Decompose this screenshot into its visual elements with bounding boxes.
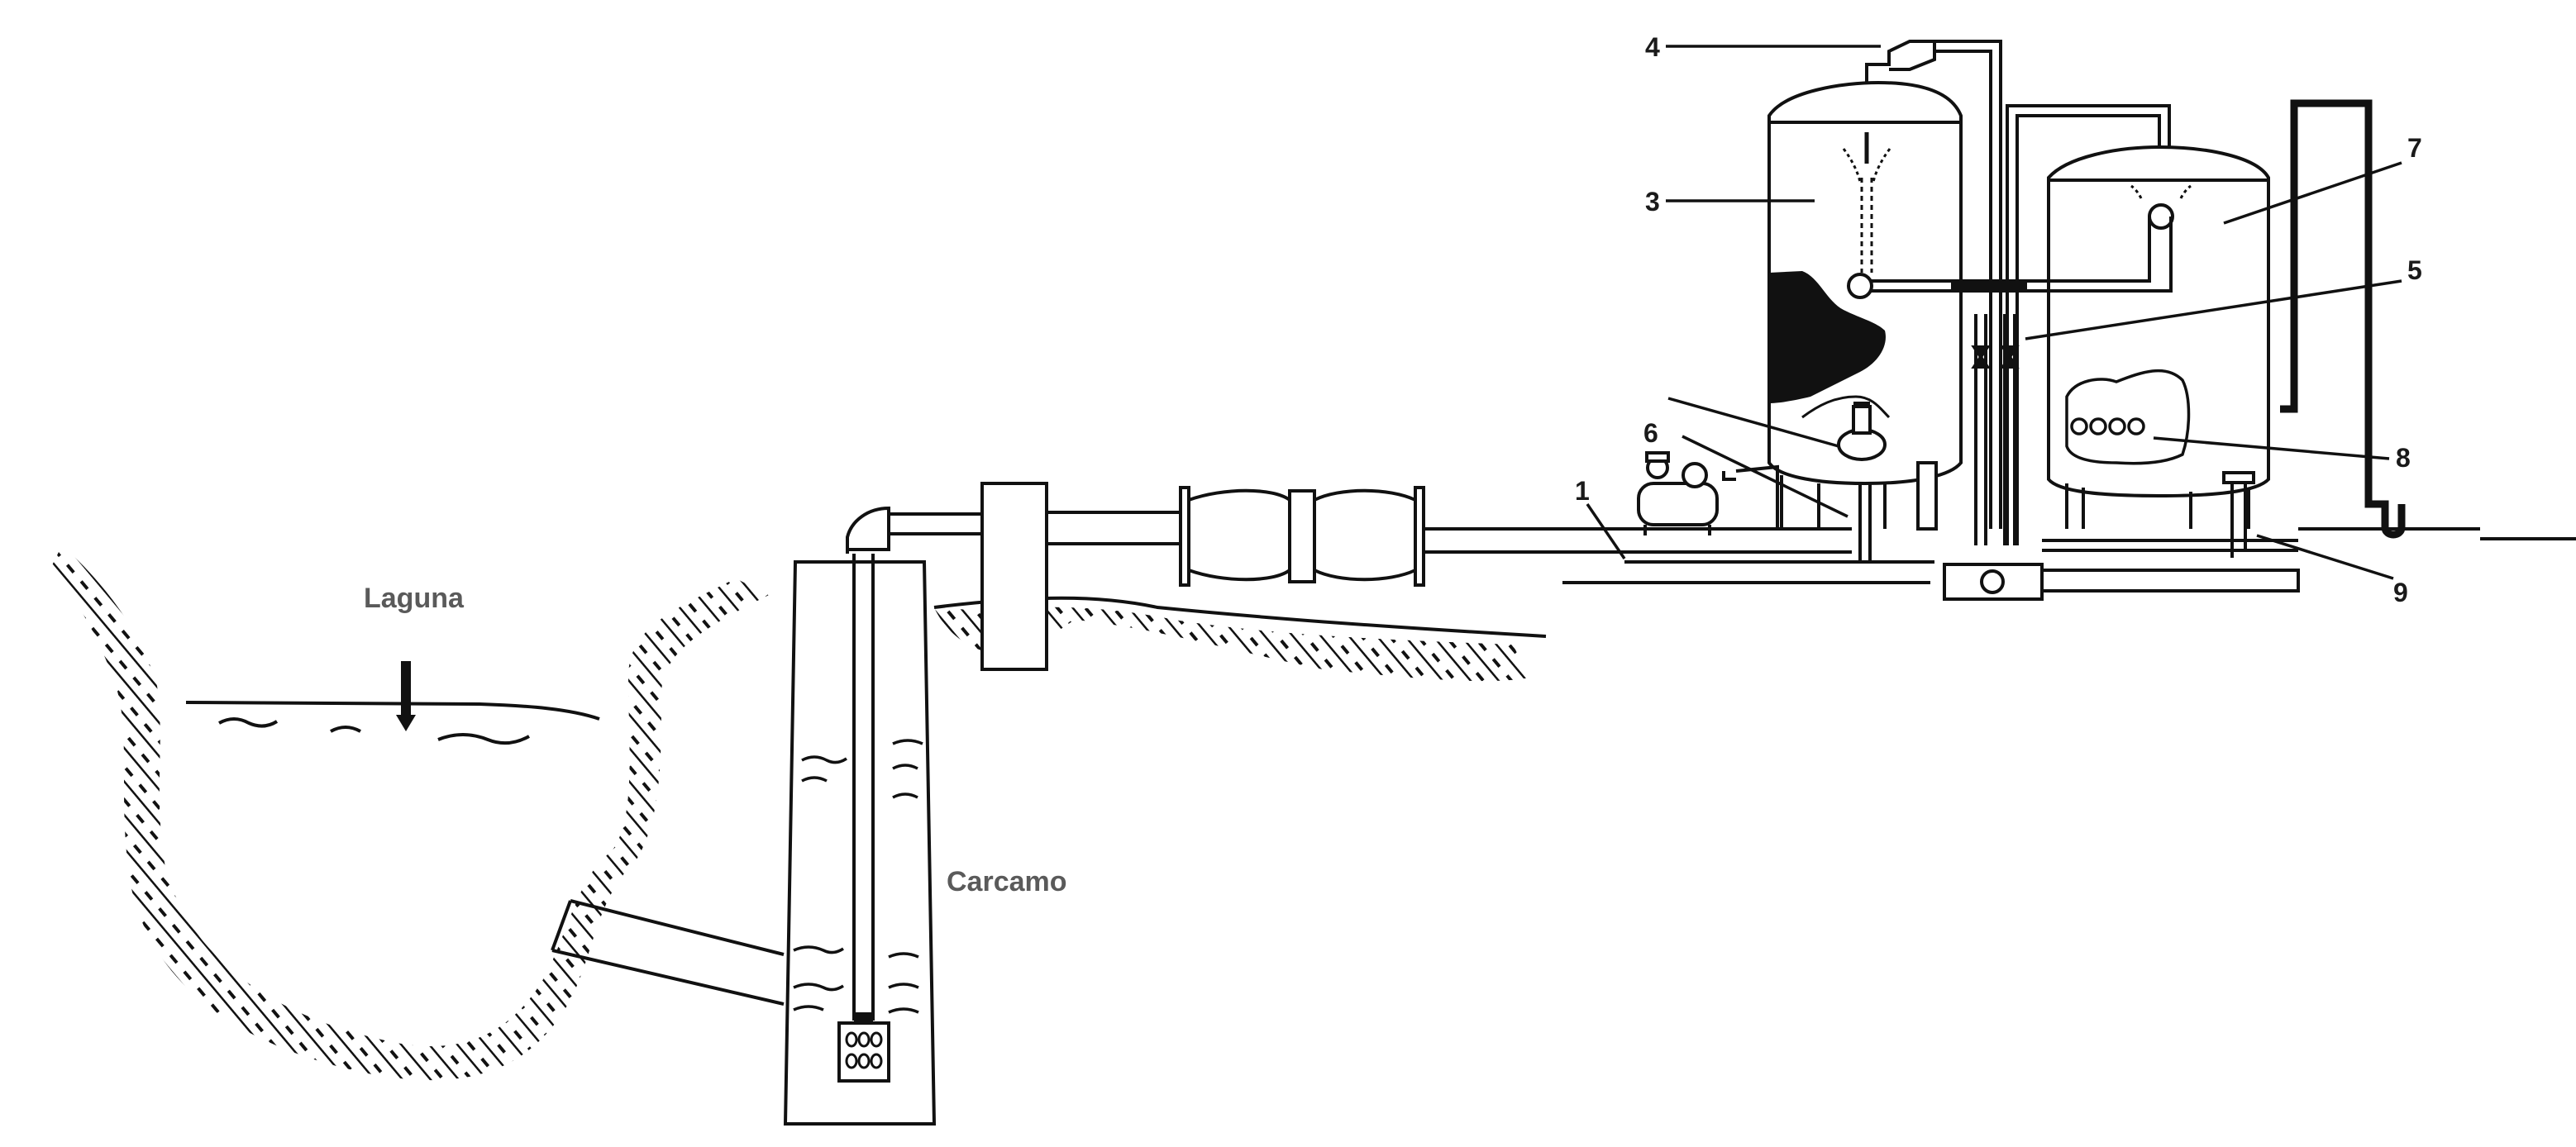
booster-pump-housing bbox=[1187, 488, 1291, 582]
lagoon-earth bbox=[50, 545, 769, 1081]
lagoon: Laguna bbox=[50, 545, 785, 1081]
callout-4: 4 bbox=[1645, 32, 1660, 62]
lagoon-outlet-pipe bbox=[551, 899, 785, 1006]
callout-5: 5 bbox=[2407, 255, 2422, 285]
filter-media bbox=[1769, 271, 1886, 403]
callout-9: 9 bbox=[2393, 578, 2408, 607]
sump-walls bbox=[783, 560, 937, 1126]
distributor-icon bbox=[1842, 132, 1891, 273]
callout-1: 1 bbox=[1575, 476, 1590, 506]
water-level-marker-icon bbox=[396, 661, 416, 731]
submersible-pump-icon bbox=[837, 1021, 890, 1083]
callouts bbox=[1586, 45, 2402, 580]
manifold bbox=[1722, 314, 2480, 601]
callout-6: 6 bbox=[1643, 418, 1658, 448]
resin-bed bbox=[2065, 369, 2191, 465]
air-compressor-icon bbox=[1637, 451, 1719, 535]
air-release-valve-icon bbox=[1865, 40, 2002, 529]
pipe-elbow bbox=[846, 506, 890, 554]
vent-drain-pipe bbox=[2280, 99, 2406, 539]
callout-7: 7 bbox=[2407, 133, 2422, 163]
lagoon-water-surface bbox=[185, 701, 600, 721]
lagoon-label: Laguna bbox=[364, 583, 465, 614]
sump-water bbox=[793, 739, 923, 1014]
callout-8: 8 bbox=[2396, 443, 2411, 473]
flow-meter-box bbox=[980, 482, 1048, 671]
sump-carcamo: Carcamo bbox=[783, 554, 1067, 1126]
control-valve-icon bbox=[1837, 402, 1887, 461]
callout-3: 3 bbox=[1645, 187, 1660, 217]
callout-labels: 1 3 4 5 6 7 8 9 bbox=[1575, 32, 2422, 607]
lagoon-waves bbox=[218, 717, 530, 745]
sump-label: Carcamo bbox=[947, 866, 1067, 897]
